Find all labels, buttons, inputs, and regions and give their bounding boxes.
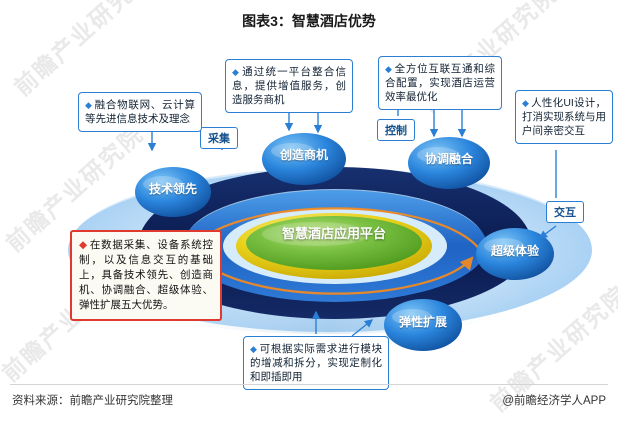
node-label-elastic[interactable]: 弹性扩展	[398, 315, 447, 329]
summary-box: ◆在数据采集、设备系统控制，以及信息交互的基础上，具备技术领先、创造商机、协调融…	[70, 230, 222, 321]
chart-title: 图表3：智慧酒店优势	[242, 13, 376, 29]
callout-ui-note: ◆人性化UI设计，打消实现系统与用户间亲密交互	[515, 90, 613, 144]
summary-text: 在数据采集、设备系统控制，以及信息交互的基础上，具备技术领先、创造商机、协调融合…	[79, 239, 213, 311]
callout-unify-note: ◆通过统一平台整合信息，提供增值服务，创造服务商机	[225, 59, 353, 113]
callout-module-note: ◆可根据实际需求进行模块的增减和拆分，实现定制化和即插即用	[243, 336, 389, 390]
brand-note: @前瞻经济学人APP	[502, 395, 606, 407]
callout-tech-note: ◆融合物联网、云计算等先进信息技术及理念	[78, 92, 202, 132]
diamond-icon: ◆	[79, 239, 88, 251]
callout-text: 融合物联网、云计算等先进信息技术及理念	[85, 99, 196, 125]
footer-divider	[10, 384, 608, 385]
bullet-icon: ◆	[385, 64, 393, 74]
bullet-icon: ◆	[250, 344, 258, 354]
pill-control[interactable]: 控制	[377, 119, 415, 141]
bullet-icon: ◆	[85, 100, 93, 110]
callout-text: 通过统一平台整合信息，提供增值服务，创造服务商机	[232, 66, 347, 106]
callout-text: 全方位互联互通和综合配置，实现酒店运营效率最优化	[385, 63, 496, 103]
callout-config-note: ◆全方位互联互通和综合配置，实现酒店运营效率最优化	[378, 56, 502, 110]
node-label-super[interactable]: 超级体验	[490, 244, 539, 258]
core-platform-label: 智慧酒店应用平台	[281, 226, 386, 241]
node-label-biz[interactable]: 创造商机	[279, 148, 328, 162]
pill-collect[interactable]: 采集	[200, 127, 238, 149]
source-note: 资料来源：前瞻产业研究院整理	[12, 395, 173, 407]
callout-text: 可根据实际需求进行模块的增减和拆分，实现定制化和即插即用	[250, 343, 383, 383]
bullet-icon: ◆	[232, 67, 241, 77]
node-label-tech[interactable]: 技术领先	[148, 182, 197, 196]
pill-interact[interactable]: 交互	[546, 201, 584, 223]
bullet-icon: ◆	[522, 98, 530, 108]
callout-text: 人性化UI设计，打消实现系统与用户间亲密交互	[522, 97, 607, 137]
node-label-coord[interactable]: 协调融合	[424, 152, 473, 166]
